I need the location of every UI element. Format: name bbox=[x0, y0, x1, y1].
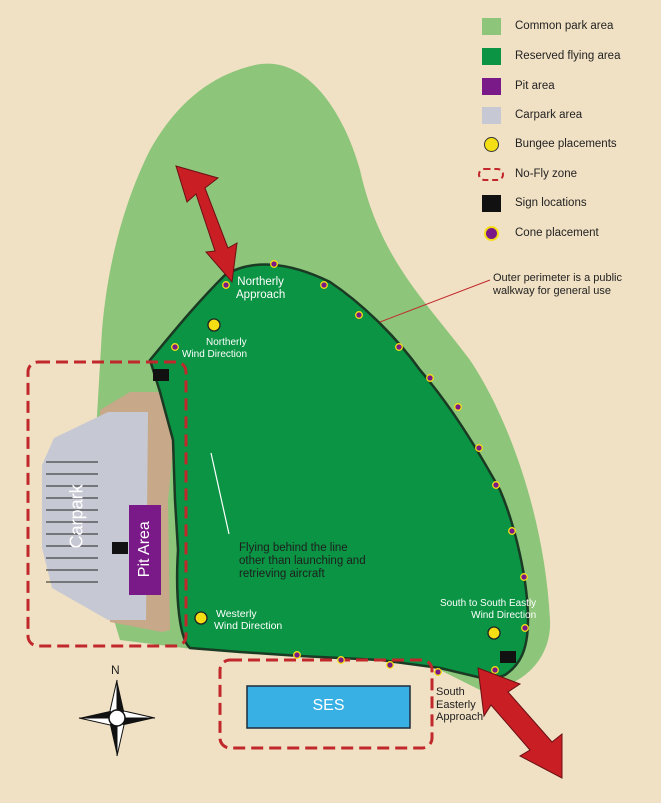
common-park-swatch bbox=[482, 17, 501, 35]
label-line: Wind Direction bbox=[182, 348, 248, 360]
cone-marker bbox=[508, 527, 516, 535]
cone-marker bbox=[491, 666, 499, 674]
carpark-label: Carpark bbox=[66, 484, 87, 549]
label-line: Approach bbox=[236, 289, 286, 302]
legend-item-carpark: Carpark area bbox=[482, 105, 657, 125]
legend-label: No-Fly zone bbox=[515, 168, 577, 180]
label-line: South bbox=[436, 686, 465, 698]
cone-swatch bbox=[484, 225, 499, 241]
cone-marker bbox=[492, 481, 500, 489]
no-fly-zone-south bbox=[218, 658, 434, 750]
cone-marker bbox=[270, 260, 278, 268]
bungee-marker bbox=[487, 626, 501, 640]
legend-item-pit: Pit area bbox=[482, 76, 657, 96]
label-line: other than launching and bbox=[239, 555, 366, 568]
cone-markers bbox=[171, 260, 529, 676]
label-line: Outer perimeter is a public bbox=[493, 272, 622, 284]
cone-marker bbox=[521, 624, 529, 632]
cone-marker bbox=[520, 573, 528, 581]
sign-swatch bbox=[482, 194, 501, 212]
legend-label: Carpark area bbox=[515, 109, 583, 121]
cone-marker bbox=[475, 444, 483, 452]
carpark-area bbox=[42, 412, 148, 620]
pit-swatch bbox=[482, 77, 501, 95]
label-line: Wind Direction bbox=[214, 620, 283, 633]
legend-item-reserved-flying: Reserved flying area bbox=[482, 46, 657, 66]
label-line: Westerly bbox=[216, 608, 257, 620]
cone-marker bbox=[222, 281, 230, 289]
bungee-marker bbox=[194, 611, 208, 625]
westerly-wind-label: Westerly Wind Direction bbox=[214, 608, 282, 632]
label-line: Approach bbox=[436, 711, 484, 724]
pit-area-label: Pit Area bbox=[135, 521, 153, 578]
label-line: retrieving aircraft bbox=[239, 568, 325, 581]
cone-marker bbox=[386, 661, 394, 669]
legend-label: Pit area bbox=[515, 80, 555, 92]
perimeter-note: Outer perimeter is a public walkway for … bbox=[493, 272, 622, 298]
northerly-approach-arrow bbox=[175, 165, 238, 284]
cone-marker bbox=[293, 651, 301, 659]
bungee-markers bbox=[194, 318, 501, 640]
cone-marker bbox=[454, 403, 462, 411]
label-line: Easterly bbox=[436, 698, 476, 711]
bungee-swatch bbox=[484, 136, 499, 152]
carpark-bay-lines bbox=[46, 461, 98, 583]
cone-marker bbox=[337, 656, 345, 664]
label-line: South to South Eastly bbox=[440, 598, 537, 609]
ses-label: SES bbox=[312, 697, 345, 714]
pit-area-block bbox=[129, 505, 161, 595]
legend-item-common-park: Common park area bbox=[482, 16, 657, 36]
label-line: Flying behind the line bbox=[239, 542, 348, 554]
perimeter-callout-line bbox=[379, 279, 491, 323]
legend-label: Sign locations bbox=[515, 197, 587, 209]
bungee-marker bbox=[207, 318, 221, 332]
ses-block bbox=[246, 685, 411, 729]
flying-note-label: Flying behind the line other than launch… bbox=[239, 542, 366, 582]
cone-marker bbox=[355, 311, 363, 319]
cone-marker bbox=[395, 343, 403, 351]
reserved-flying-swatch bbox=[482, 47, 501, 65]
carpark-swatch bbox=[482, 106, 501, 124]
northerly-approach-label: Northerly Approach bbox=[236, 276, 285, 302]
compass-rose bbox=[78, 679, 156, 757]
south-easterly-approach-arrow bbox=[477, 667, 563, 779]
sign-marker bbox=[500, 651, 516, 663]
south-easterly-approach-label: South Easterly Approach bbox=[436, 686, 483, 724]
legend-item-no-fly: No-Fly zone bbox=[478, 164, 657, 184]
reserved-flying-area bbox=[148, 263, 530, 682]
cone-marker bbox=[426, 374, 434, 382]
no-fly-swatch bbox=[478, 167, 504, 181]
compass-north-label: N bbox=[111, 663, 120, 677]
northerly-wind-label: Northerly Wind Direction bbox=[176, 337, 247, 360]
legend-label: Bungee placements bbox=[515, 138, 617, 150]
label-line: Northerly bbox=[206, 337, 247, 348]
legend-label: Cone placement bbox=[515, 227, 599, 239]
label-line: Wind Direction bbox=[471, 609, 537, 621]
legend-label: Reserved flying area bbox=[515, 50, 621, 62]
flying-line-marker bbox=[210, 452, 230, 535]
south-wind-label: South to South Eastly Wind Direction bbox=[440, 598, 536, 621]
legend-label: Common park area bbox=[515, 20, 614, 32]
sign-marker bbox=[112, 542, 128, 554]
sign-marker bbox=[153, 369, 169, 381]
legend-item-cone: Cone placement bbox=[482, 223, 657, 243]
cone-marker bbox=[434, 668, 442, 676]
cone-marker bbox=[171, 343, 179, 351]
cone-marker bbox=[320, 281, 328, 289]
label-line: Northerly bbox=[237, 276, 284, 288]
legend-item-sign: Sign locations bbox=[482, 193, 657, 213]
legend-item-bungee: Bungee placements bbox=[482, 134, 657, 154]
label-line: walkway for general use bbox=[493, 285, 612, 298]
